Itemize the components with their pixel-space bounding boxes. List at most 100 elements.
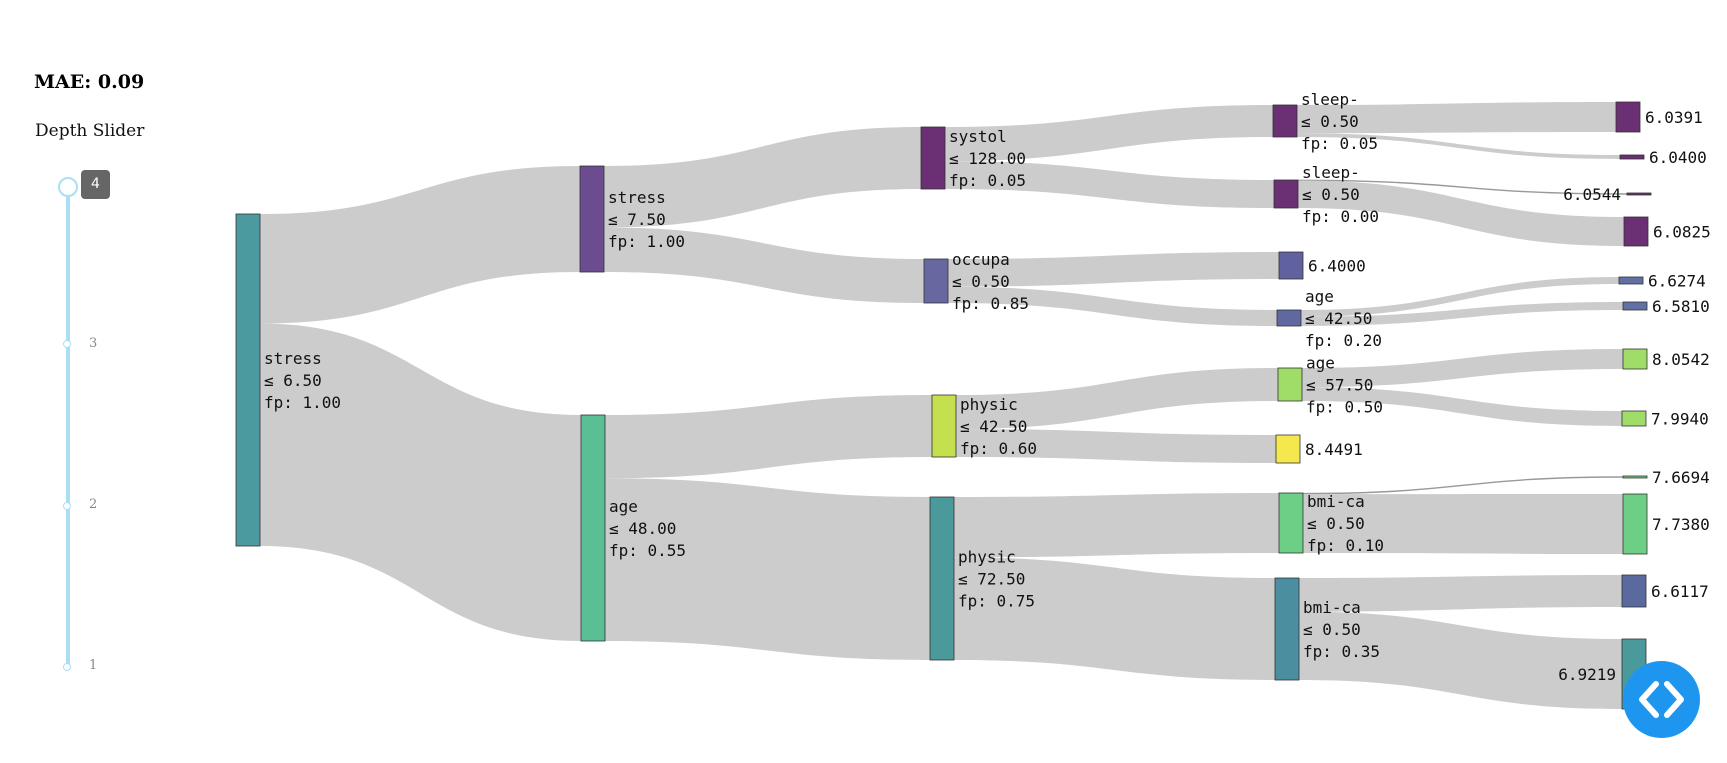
node-label-n4-feature: occupa [952, 250, 1010, 269]
node-label-n6-threshold: ≤ 72.50 [958, 570, 1025, 589]
node-label-n8-fp: fp: 0.00 [1302, 207, 1379, 226]
leaf-label-l4: 6.0825 [1653, 223, 1711, 242]
link-n10-l5 [1301, 277, 1619, 317]
node-label-n11-threshold: ≤ 57.50 [1306, 376, 1373, 395]
node-label-n1-feature: stress [608, 188, 666, 207]
node-label-n13-fp: fp: 0.10 [1307, 536, 1384, 555]
node-label-n14-fp: fp: 0.35 [1303, 642, 1380, 661]
node-label-n7-fp: fp: 0.05 [1301, 134, 1378, 153]
depth-tick-label-2: 2 [89, 497, 98, 512]
node-label-n1-fp: fp: 1.00 [608, 232, 685, 251]
node-label-n4-fp: fp: 0.85 [952, 294, 1029, 313]
node-l5[interactable] [1618, 276, 1644, 285]
node-l1[interactable] [1615, 101, 1641, 133]
node-n1[interactable] [579, 165, 605, 273]
depth-tick-1[interactable] [63, 663, 71, 671]
node-label-n10-fp: fp: 0.20 [1305, 331, 1382, 350]
link-n2-n6 [605, 478, 930, 660]
link-n5-n11 [956, 368, 1278, 430]
node-label-n6-fp: fp: 0.75 [958, 592, 1035, 611]
leaf-label-l3: 6.0544 [1563, 185, 1621, 204]
node-n12[interactable] [1275, 434, 1301, 464]
node-label-n5-threshold: ≤ 42.50 [960, 417, 1027, 436]
node-n13[interactable] [1278, 492, 1304, 554]
node-n9[interactable] [1278, 251, 1304, 280]
leaf-label-l8: 7.9940 [1651, 410, 1709, 429]
node-l3[interactable] [1626, 192, 1652, 196]
node-l2[interactable] [1619, 154, 1645, 160]
node-n7[interactable] [1272, 104, 1298, 138]
node-label-n0-fp: fp: 1.00 [264, 393, 341, 412]
node-n10[interactable] [1276, 309, 1302, 327]
link-n5-n12 [956, 429, 1276, 463]
link-n11-l7 [1302, 349, 1623, 388]
node-label-n4-threshold: ≤ 0.50 [952, 272, 1010, 291]
node-n3[interactable] [920, 126, 946, 190]
node-l11[interactable] [1621, 574, 1647, 608]
depth-slider[interactable]: 3 2 1 4 [0, 0, 160, 763]
node-n14[interactable] [1274, 577, 1300, 681]
link-n4-n9 [948, 252, 1279, 287]
node-label-n3-feature: systol [949, 127, 1007, 146]
node-n4[interactable] [923, 258, 949, 304]
node-label-n14-threshold: ≤ 0.50 [1303, 620, 1361, 639]
node-label-n10-feature: age [1305, 287, 1334, 306]
node-label-n7-feature: sleep- [1301, 90, 1359, 109]
node-label-n11-fp: fp: 0.50 [1306, 398, 1383, 417]
node-label-n7-threshold: ≤ 0.50 [1301, 112, 1359, 131]
node-label-n13-threshold: ≤ 0.50 [1307, 514, 1365, 533]
node-l7[interactable] [1622, 348, 1648, 370]
node-n0[interactable] [235, 213, 261, 547]
node-n6[interactable] [929, 496, 955, 661]
node-label-n14-feature: bmi-ca [1303, 598, 1361, 617]
node-label-n1-threshold: ≤ 7.50 [608, 210, 666, 229]
leaf-label-n9: 6.4000 [1308, 257, 1366, 276]
node-l8[interactable] [1621, 410, 1647, 427]
leaf-label-l12: 6.9219 [1558, 665, 1616, 684]
sankey-links [260, 102, 1628, 709]
node-l10[interactable] [1622, 493, 1648, 555]
link-n6-n13 [954, 493, 1279, 558]
depth-slider-title: Depth Slider [35, 121, 145, 141]
link-n11-l8 [1302, 387, 1622, 426]
node-n5[interactable] [931, 394, 957, 458]
node-label-n2-threshold: ≤ 48.00 [609, 519, 676, 538]
leaf-label-l2: 6.0400 [1649, 148, 1707, 167]
leaf-label-l6: 6.5810 [1652, 297, 1710, 316]
link-n8-l4 [1298, 180, 1624, 246]
leaf-label-l10: 7.7380 [1652, 515, 1710, 534]
mae-metric: MAE: 0.09 [34, 71, 145, 93]
node-label-n0-feature: stress [264, 349, 322, 368]
leaf-label-l1: 6.0391 [1645, 108, 1703, 127]
node-label-n0-threshold: ≤ 6.50 [264, 371, 322, 390]
leaf-label-l7: 8.0542 [1652, 350, 1710, 369]
node-label-n13-feature: bmi-ca [1307, 492, 1365, 511]
node-label-n11-feature: age [1306, 354, 1335, 373]
link-n6-n14 [954, 557, 1275, 680]
node-n8[interactable] [1273, 179, 1299, 209]
node-label-n3-threshold: ≤ 128.00 [949, 149, 1026, 168]
node-label-n5-feature: physic [960, 395, 1018, 414]
depth-tick-3[interactable] [63, 340, 71, 348]
code-toggle-button[interactable] [1623, 661, 1700, 738]
node-l9[interactable] [1622, 475, 1648, 479]
node-n2[interactable] [580, 414, 606, 642]
link-n2-n5 [605, 395, 932, 479]
sankey-nodes: stress ≤ 6.50 fp: 1.00 stress ≤ 7.50 fp: 1.00… [235, 90, 1711, 710]
node-label-n3-fp: fp: 0.05 [949, 171, 1026, 190]
node-label-n5-fp: fp: 0.60 [960, 439, 1037, 458]
node-l6[interactable] [1622, 301, 1648, 311]
depth-slider-track[interactable] [66, 185, 70, 667]
link-n0-n2 [260, 323, 581, 641]
node-n11[interactable] [1277, 367, 1303, 402]
link-n13-l9 [1302, 476, 1624, 495]
link-n14-l12 [1299, 611, 1622, 709]
depth-tick-2[interactable] [63, 502, 71, 510]
link-n1-n3 [604, 127, 921, 228]
link-n13-l10 [1303, 494, 1623, 554]
depth-slider-handle[interactable] [58, 177, 78, 197]
node-label-n8-feature: sleep- [1302, 163, 1360, 182]
link-n7-l2 [1297, 133, 1620, 159]
node-l4[interactable] [1623, 216, 1649, 247]
leaf-label-l9: 7.6694 [1652, 468, 1710, 487]
